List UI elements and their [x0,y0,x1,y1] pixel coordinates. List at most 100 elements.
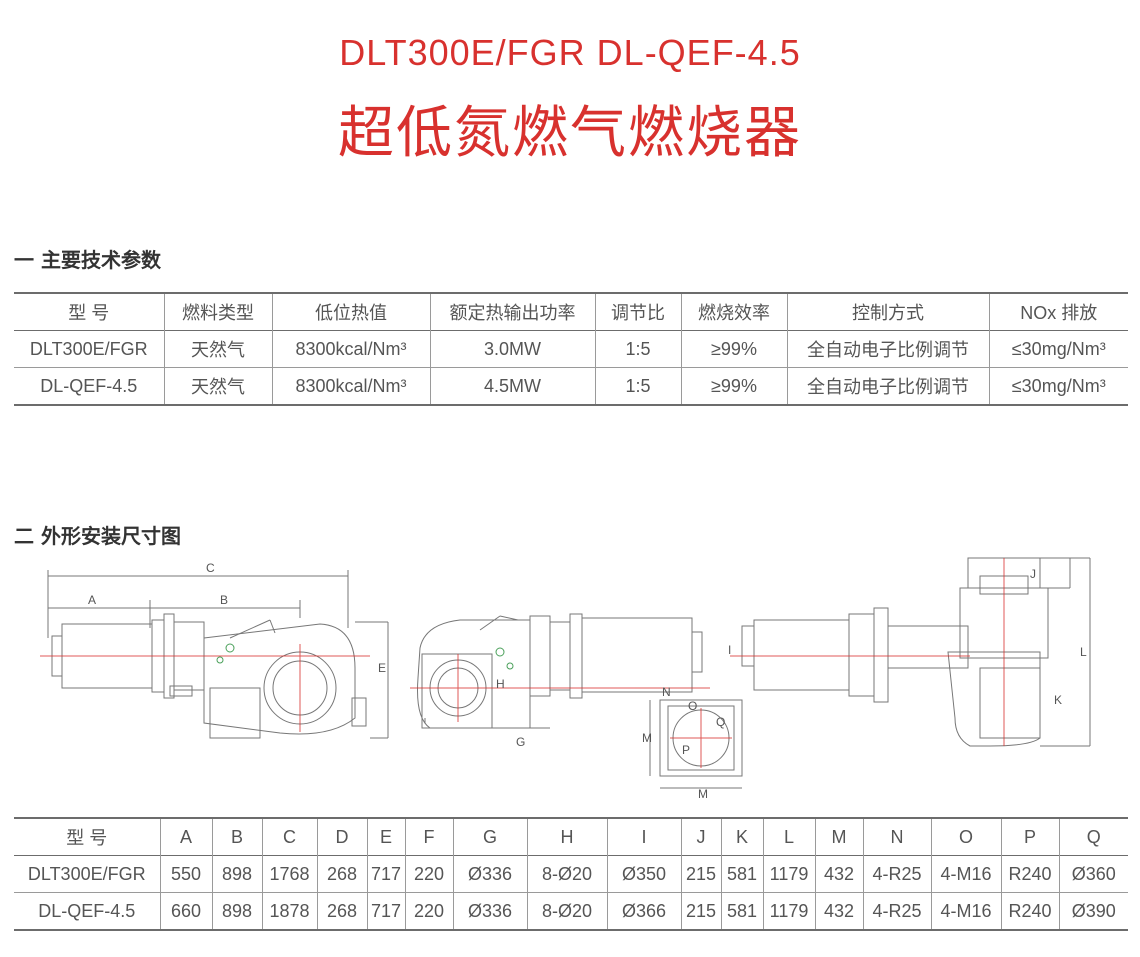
dim-header-cell: J [680,818,721,856]
spec-header-cell: 额定热输出功率 [429,293,595,331]
dimension-table: 型 号 A B C D E F G H I J K L M N O P Q DL… [14,817,1128,931]
title-english: DLT300E/FGR DL-QEF-4.5 [339,32,801,73]
table-cell: ≤30mg/Nm³ [988,367,1128,405]
spec-header-cell: 调节比 [594,293,681,331]
table-row: DL-QEF-4.5 天然气 8300kcal/Nm³ 4.5MW 1:5 ≥9… [14,367,1128,405]
dim-header-cell: M [814,818,863,856]
dim-header-cell: C [261,818,317,856]
dim-header-cell: O [930,818,1001,856]
dim-label-i: I [728,643,731,657]
dim-header-cell: L [762,818,815,856]
table-cell: ≥99% [680,367,787,405]
table-cell: 1179 [762,855,815,893]
table-cell: 581 [720,892,763,930]
table-cell: Ø336 [452,855,527,893]
dim-label-m-bottom: M [698,787,708,798]
dim-label-h: H [496,677,505,691]
spec-table-header-row: 型 号 燃料类型 低位热值 额定热输出功率 调节比 燃烧效率 控制方式 NOx … [14,293,1128,331]
table-cell: 8300kcal/Nm³ [271,367,430,405]
table-cell: Ø360 [1058,855,1128,893]
dim-header-cell: G [452,818,527,856]
table-cell: 898 [211,855,262,893]
table-cell: 1878 [261,892,317,930]
table-cell: 1768 [261,855,317,893]
dim-label-g: G [516,735,525,749]
table-cell: DL-QEF-4.5 [38,900,136,921]
table-cell: DLT300E/FGR [27,863,146,884]
table-cell: 天然气 [163,330,272,368]
table-cell: 8-Ø20 [526,855,607,893]
dim-header-cell: N [862,818,931,856]
dim-label-m-side: M [642,731,652,745]
table-cell: 1179 [762,892,815,930]
dim-label-q: Q [716,715,725,729]
table-cell: 1:5 [594,367,681,405]
table-cell: 3.0MW [429,330,595,368]
spec-header-cell: 低位热值 [271,293,430,331]
dim-header-cell: H [526,818,607,856]
table-cell: 581 [720,855,763,893]
title-chinese: 超低氮燃气燃烧器 [338,101,802,166]
table-cell: Ø336 [452,892,527,930]
table-cell: 550 [159,855,212,893]
table-cell: 717 [366,892,405,930]
section-heading-dimensions: 二 外形安装尺寸图 [14,524,181,548]
table-cell: R240 [1000,892,1059,930]
dim-label-e: E [378,661,386,675]
table-cell: 1:5 [594,330,681,368]
spec-header-cell: 燃料类型 [163,293,272,331]
table-cell: 268 [316,855,367,893]
table-cell: DLT300E/FGR [29,338,148,359]
dim-label-b: B [220,593,228,607]
dim-label-j: J [1030,567,1036,581]
spec-header-cell: 控制方式 [786,293,989,331]
table-cell: 268 [316,892,367,930]
spec-header-cell: 型 号 [68,303,110,323]
dim-header-cell: E [366,818,405,856]
table-cell: R240 [1000,855,1059,893]
table-cell: 717 [366,855,405,893]
table-cell: 4.5MW [429,367,595,405]
spec-header-cell: 燃烧效率 [680,293,787,331]
table-cell: 全自动电子比例调节 [786,330,989,368]
table-cell: 220 [404,892,453,930]
table-cell: Ø390 [1058,892,1128,930]
table-cell: 215 [680,892,721,930]
table-cell: 215 [680,855,721,893]
table-cell: DL-QEF-4.5 [40,375,138,396]
spec-table: 型 号 燃料类型 低位热值 额定热输出功率 调节比 燃烧效率 控制方式 NOx … [14,292,1128,406]
table-row: DL-QEF-4.5 660 898 1878 268 717 220 Ø336… [14,892,1128,930]
table-cell: 432 [814,892,863,930]
table-cell: 220 [404,855,453,893]
dim-label-p: P [682,743,690,757]
dim-header-cell: P [1000,818,1059,856]
table-cell: 898 [211,892,262,930]
table-cell: 全自动电子比例调节 [786,367,989,405]
table-row: DLT300E/FGR 天然气 8300kcal/Nm³ 3.0MW 1:5 ≥… [14,330,1128,368]
dim-label-o: O [688,699,697,713]
dim-header-cell: I [606,818,681,856]
table-cell: 4-R25 [862,855,931,893]
table-cell: 8300kcal/Nm³ [271,330,430,368]
table-cell: 4-M16 [930,892,1001,930]
dim-header-cell: K [720,818,763,856]
dimension-table-header-row: 型 号 A B C D E F G H I J K L M N O P Q [14,818,1128,856]
table-cell: 天然气 [163,367,272,405]
table-cell: 660 [159,892,212,930]
spec-header-cell: NOx 排放 [988,293,1128,331]
dim-header-cell: F [404,818,453,856]
dim-label-n: N [662,685,671,699]
dim-header-cell: B [211,818,262,856]
table-cell: 432 [814,855,863,893]
table-cell: 8-Ø20 [526,892,607,930]
dim-label-l: L [1080,645,1087,659]
table-cell: 4-M16 [930,855,1001,893]
dim-label-c: C [206,561,215,575]
section-heading-specs: 一 主要技术参数 [14,248,161,272]
installation-dimension-drawing: C A B E H G I N O Q P M M J L K [40,557,1091,798]
dim-header-cell: 型 号 [66,828,108,848]
table-cell: ≤30mg/Nm³ [988,330,1128,368]
dim-header-cell: D [316,818,367,856]
table-row: DLT300E/FGR 550 898 1768 268 717 220 Ø33… [14,855,1128,893]
dim-header-cell: Q [1058,818,1128,856]
